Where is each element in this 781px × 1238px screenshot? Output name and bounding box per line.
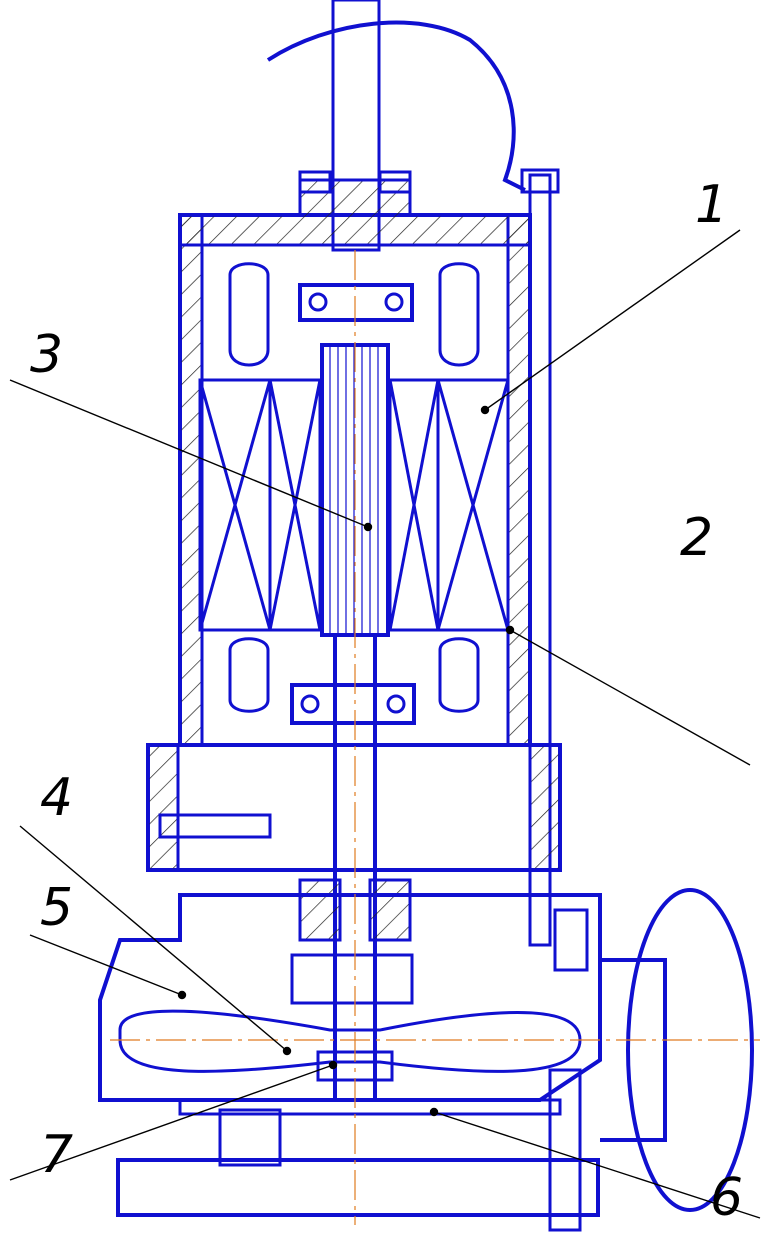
callout-6: 6	[710, 1168, 743, 1228]
leader-7	[9, 1064, 334, 1181]
leader-5	[29, 934, 183, 996]
winding-loop-br	[438, 637, 480, 713]
leader-6	[433, 1111, 761, 1219]
centerlines	[110, 250, 760, 1225]
winding-loop-tl	[228, 262, 270, 367]
oil-chamber	[146, 743, 562, 872]
inlet-block	[178, 1098, 562, 1116]
cable-tube	[331, 0, 381, 252]
callout-1: 1	[695, 175, 728, 235]
pump-body	[98, 0, 754, 1232]
leader-1	[484, 229, 741, 411]
leaders	[9, 229, 761, 1219]
stator-winding-4	[436, 378, 510, 632]
discharge-pipe	[600, 958, 667, 1142]
impeller	[118, 1009, 582, 1073]
rotor-laminations	[329, 345, 379, 635]
base-plate	[116, 1158, 600, 1217]
winding-loop-bl	[228, 637, 270, 713]
side-bolt	[158, 813, 272, 839]
callout-4: 4	[40, 768, 73, 828]
upper-bearing	[298, 283, 414, 322]
housing-wall-right	[506, 213, 532, 747]
mechanical-seal-lower	[290, 953, 414, 1005]
leader-3	[9, 379, 369, 528]
tie-rod	[528, 173, 552, 947]
cover-bolt-left	[298, 170, 332, 194]
flange-bolt	[553, 908, 589, 972]
callout-2: 2	[680, 508, 713, 568]
cover-bolt-right	[378, 170, 412, 194]
oil-chamber-wall-left	[146, 743, 180, 872]
oil-chamber-wall-right	[528, 743, 562, 872]
callout-labels: 1 2 3 4 5 6 7	[30, 175, 743, 1228]
discharge-flange	[626, 888, 754, 1212]
leader-4	[19, 825, 288, 1052]
top-cover	[178, 178, 532, 247]
winding-loop-tr	[438, 262, 480, 367]
power-cable	[266, 20, 526, 192]
callout-5: 5	[40, 878, 73, 938]
tie-rod-nut	[520, 168, 560, 194]
callout-3: 3	[30, 325, 63, 385]
mechanical-seal-upper-r	[368, 878, 412, 942]
mechanical-seal-upper	[298, 878, 342, 942]
lower-bearing	[290, 683, 416, 725]
callout-7: 7	[40, 1125, 73, 1185]
leader-2	[509, 629, 751, 766]
flange-bolt-lower	[548, 1068, 582, 1232]
base-leg	[218, 1108, 282, 1167]
